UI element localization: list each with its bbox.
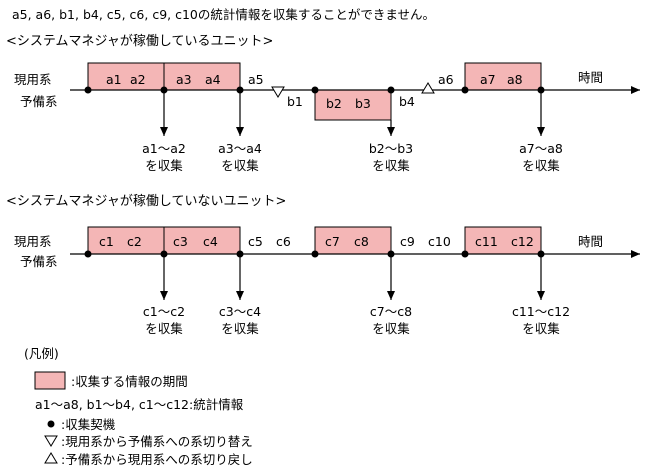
collection-label-a3-a4: a3〜a4: [218, 141, 262, 156]
collection-label-c7-c8: c7〜c8: [370, 304, 412, 319]
collection-label-c7-c8-verb: を収集: [372, 321, 410, 336]
section2-period-box: c7 c8: [314, 226, 392, 255]
collection-label-a7-a8: a7〜a8: [519, 141, 563, 156]
collection-dot-icon: [387, 86, 395, 94]
legend-dot-text: :収集契機: [61, 417, 116, 432]
legend-dot-icon: [47, 420, 55, 428]
collection-dot-icon: [461, 86, 469, 94]
collection-label-c1-c2: c1〜c2: [143, 304, 185, 319]
stat-label-b3: b3: [355, 96, 371, 111]
section2-active-label: 現用系: [14, 234, 52, 249]
stat-label-c2: c2: [127, 234, 142, 249]
switchback-triangle-icon: [421, 82, 435, 94]
collection-label-a7-a8-verb: を収集: [522, 158, 560, 173]
section1-title: <システムマネジャが稼働しているユニット>: [6, 34, 273, 49]
switchover-triangle-icon: [271, 86, 285, 98]
stat-label-c8: c8: [354, 234, 369, 249]
collection-dot-icon: [311, 250, 319, 258]
collection-label-c3-c4: c3〜c4: [219, 304, 261, 319]
section1-standby-period-box: b2 b3: [314, 89, 392, 121]
header-note: a5, a6, b1, b4, c5, c6, c9, c10の統計情報を収集す…: [12, 7, 435, 22]
stat-label-a6: a6: [438, 72, 454, 87]
collection-label-a3-a4-verb: を収集: [221, 158, 259, 173]
collection-dot-icon: [84, 86, 92, 94]
collection-dot-icon: [311, 86, 319, 94]
legend-period-swatch: [34, 371, 66, 390]
stat-label-b2: b2: [326, 96, 342, 111]
section1-standby-label: 予備系: [20, 94, 58, 109]
collection-label-c11-c12-verb: を収集: [522, 321, 560, 336]
stat-label-c6: c6: [276, 234, 291, 249]
collection-dot-icon: [84, 250, 92, 258]
stat-label-c3: c3: [173, 234, 188, 249]
section2-period-box: c1 c2: [87, 226, 165, 255]
collection-label-b2-b3: b2〜b3: [369, 141, 413, 156]
stat-label-a8: a8: [507, 72, 523, 87]
stat-label-a4: a4: [205, 72, 221, 87]
collection-label-a1-a2-verb: を収集: [145, 158, 183, 173]
section2-standby-label: 予備系: [20, 254, 58, 269]
legend-up-text: :予備系から現用系への系切り戻し: [61, 452, 253, 467]
collection-label-c3-c4-verb: を収集: [221, 321, 259, 336]
collection-label-a1-a2: a1〜a2: [142, 141, 186, 156]
legend-switchback-triangle-icon: [44, 452, 58, 464]
stat-label-a2: a2: [130, 72, 146, 87]
stat-label-c9: c9: [400, 234, 415, 249]
section1-active-period-box: a7 a8: [464, 62, 542, 91]
collection-label-c1-c2-verb: を収集: [145, 321, 183, 336]
section2-period-box: c3 c4: [163, 226, 241, 255]
stat-label-b1: b1: [287, 94, 303, 109]
section1-active-label: 現用系: [14, 72, 52, 87]
legend-title: (凡例): [24, 346, 59, 361]
stat-label-a3: a3: [176, 72, 192, 87]
stat-label-a5: a5: [248, 72, 264, 87]
stat-label-a1: a1: [106, 72, 122, 87]
stat-label-c5: c5: [248, 234, 263, 249]
legend-period-text: :収集する情報の期間: [71, 374, 188, 389]
legend-switchover-triangle-icon: [44, 435, 58, 447]
collection-label-c11-c12: c11〜c12: [512, 304, 570, 319]
stat-label-a7: a7: [480, 72, 496, 87]
section1-time-label: 時間: [578, 70, 603, 85]
stat-label-c4: c4: [203, 234, 218, 249]
stat-label-c1: c1: [99, 234, 114, 249]
legend-stats-text: a1〜a8, b1〜b4, c1〜c12:統計情報: [35, 397, 244, 412]
stat-label-c12: c12: [511, 234, 534, 249]
section1-active-period-box: a3 a4: [163, 62, 241, 91]
stat-label-b4: b4: [399, 94, 415, 109]
stat-label-c11: c11: [475, 234, 498, 249]
stat-label-c7: c7: [325, 234, 340, 249]
section2-title: <システムマネジャが稼働していないユニット>: [6, 194, 286, 209]
section2-time-label: 時間: [578, 234, 603, 249]
collection-label-b2-b3-verb: を収集: [372, 158, 410, 173]
section2-period-box: c11 c12: [464, 226, 542, 255]
stat-label-c10: c10: [428, 234, 451, 249]
legend-down-text: :現用系から予備系への系切り替え: [61, 434, 253, 449]
collection-dot-icon: [461, 250, 469, 258]
section1-active-period-box: a1 a2: [87, 62, 165, 91]
